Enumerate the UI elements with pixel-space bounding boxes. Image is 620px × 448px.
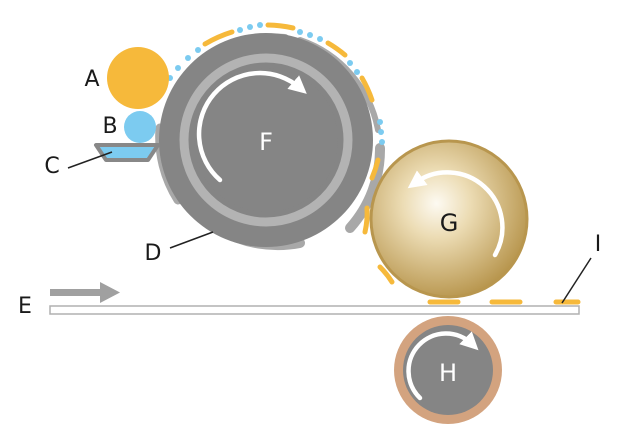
label-A: A <box>84 67 99 92</box>
toner-tray-C <box>94 143 160 162</box>
roller-g-rotation-arrow <box>407 170 505 258</box>
charge-roller-A <box>107 47 169 109</box>
developer-roller-B <box>124 111 156 143</box>
label-D: D <box>145 241 162 266</box>
label-G: G <box>440 209 459 237</box>
roller-h-rotation-arrow <box>406 331 479 401</box>
label-I: I <box>595 232 602 257</box>
paper-direction-arrow <box>50 282 120 303</box>
drum-rotation-arrow <box>196 70 307 183</box>
label-H: H <box>439 359 457 387</box>
pressure-roller-H <box>394 316 502 424</box>
label-C: C <box>44 154 59 179</box>
label-B: B <box>102 114 117 139</box>
paper-sheet <box>49 305 580 315</box>
toner-particles-orange <box>202 22 581 305</box>
leader-lines <box>67 151 592 304</box>
label-E: E <box>18 294 32 319</box>
photoconductor-drum <box>155 33 386 251</box>
transfer-roller-G <box>369 139 529 299</box>
label-F: F <box>259 128 273 156</box>
